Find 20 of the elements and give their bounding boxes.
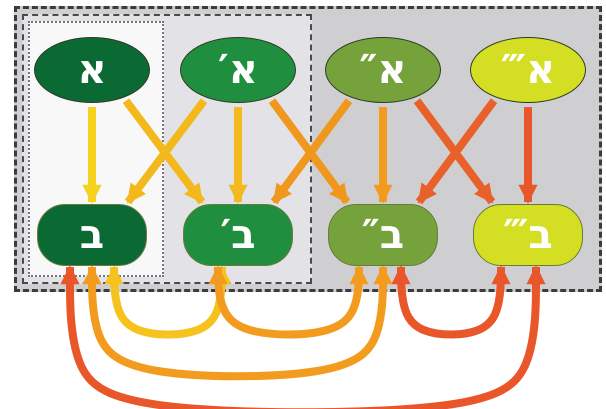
double-arrow — [60, 265, 546, 409]
dotted-frame — [28, 21, 164, 277]
double-arrow — [391, 265, 511, 338]
arrow — [82, 107, 102, 204]
rounded-node: ב″ — [328, 204, 438, 266]
dashed-frame — [22, 14, 312, 284]
double-arrow — [208, 265, 369, 338]
double-arrow — [82, 265, 393, 380]
oval-node: א′ — [180, 37, 296, 103]
rounded-node: ב′ — [183, 204, 293, 266]
oval-node: א″ — [325, 37, 441, 103]
rounded-node: ב‴ — [473, 204, 583, 266]
oval-node: א‴ — [470, 37, 586, 103]
arrow — [518, 107, 538, 204]
rounded-node: ב — [37, 204, 147, 266]
oval-node: א — [34, 37, 150, 103]
double-arrow — [104, 265, 232, 338]
dashed-frame — [14, 6, 602, 292]
arrow — [228, 107, 248, 204]
arrow — [373, 107, 393, 204]
